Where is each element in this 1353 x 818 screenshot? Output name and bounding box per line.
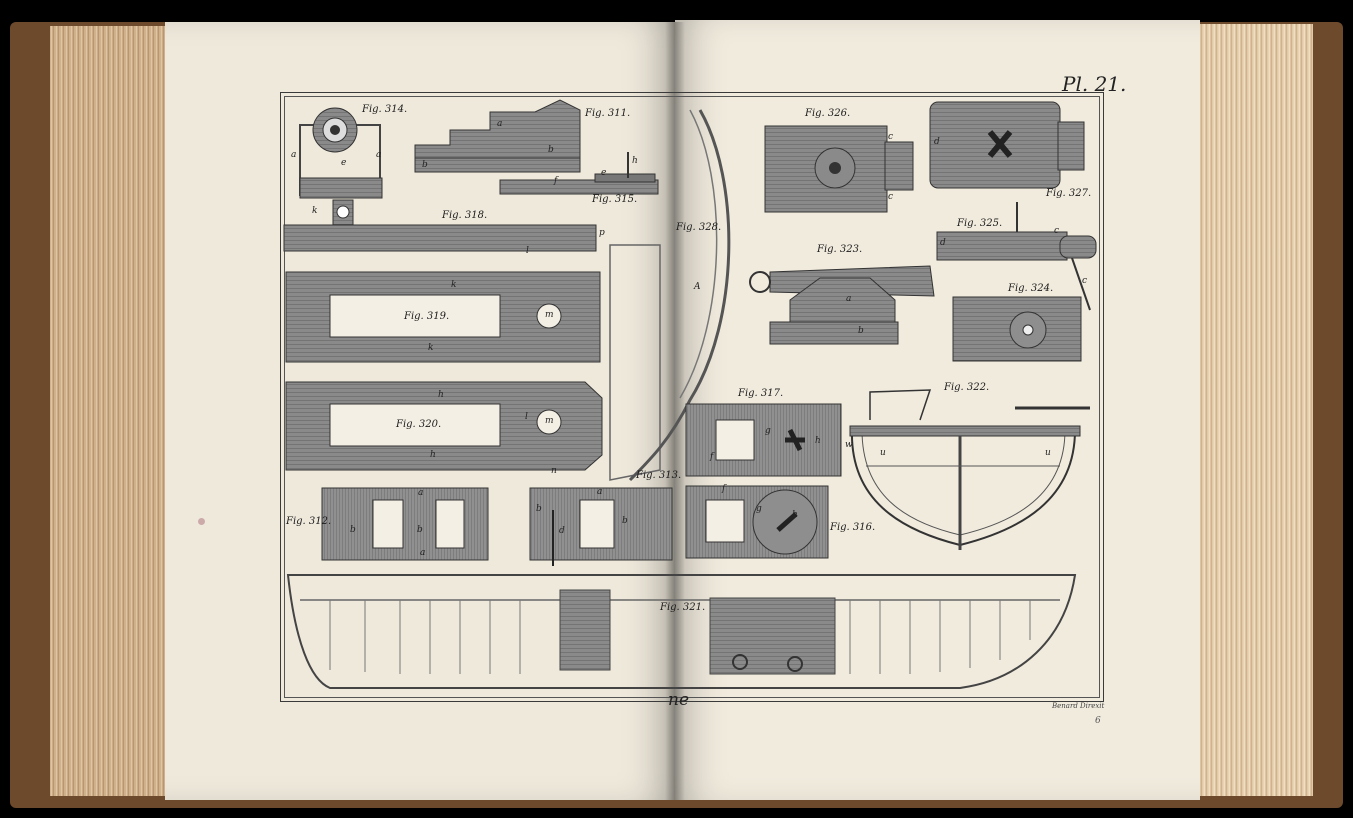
ref-letter-d: d (559, 526, 565, 536)
fig-label-323: Fig. 323. (817, 244, 863, 255)
fig-label-326: Fig. 326. (805, 108, 851, 119)
ref-letter-k: k (312, 206, 318, 216)
fig-label-325: Fig. 325. (957, 218, 1003, 229)
ref-letter-b: b (350, 525, 356, 535)
ref-letter-f: f (710, 452, 714, 462)
fig-325-drawing (936, 202, 1097, 311)
fig-label-327: Fig. 327. (1046, 188, 1092, 199)
ref-letter-l: l (525, 412, 528, 422)
fig-326-drawing (764, 125, 914, 213)
ref-letter-u: u (1045, 448, 1051, 458)
ref-letter-a: a (846, 294, 852, 304)
ref-letter-b: b (536, 504, 542, 514)
fig-label-319: Fig. 319. (404, 311, 450, 322)
ref-letter-a: a (376, 150, 382, 160)
ref-letter-e: e (601, 168, 607, 178)
ref-letter-b: b (622, 516, 628, 526)
plate-caption: ne (668, 690, 690, 710)
plate-frame-inner (284, 96, 1100, 698)
ref-letter-a: a (497, 119, 503, 129)
ref-letter-d: d (934, 137, 940, 147)
ref-letter-g: g (756, 504, 762, 514)
ref-letter-e: e (341, 158, 347, 168)
plate-number: Pl. 21. (1062, 72, 1127, 96)
ref-letter-l: l (526, 246, 529, 256)
page-mark: 6 (1095, 716, 1101, 726)
fig-313-drawing (529, 487, 673, 566)
fig-319-drawing (285, 271, 601, 363)
fig-318-drawing (283, 224, 597, 252)
ref-letter-b: b (422, 160, 428, 170)
ref-letter-b: b (858, 326, 864, 336)
ref-letter-h: h (438, 390, 444, 400)
ref-letter-a: a (418, 488, 424, 498)
ref-letter-a: a (420, 548, 426, 558)
fig-317-drawing (685, 403, 842, 477)
fig-322-drawing (849, 389, 1090, 550)
fig-label-315: Fig. 315. (592, 194, 638, 205)
fig-label-313: Fig. 313. (636, 470, 682, 481)
fig-label-322: Fig. 322. (944, 382, 990, 393)
fig-311-drawing (414, 99, 581, 164)
ref-letter-h: h (430, 450, 436, 460)
fig-324-drawing (952, 296, 1082, 362)
fig-315-drawing (499, 179, 659, 195)
fig-327-drawing (929, 101, 1085, 189)
fig-label-321: Fig. 321. (660, 602, 706, 613)
fig-label-318: Fig. 318. (442, 210, 488, 221)
ref-letter-c: c (888, 132, 894, 142)
ref-letter-m: m (545, 310, 554, 320)
ref-letter-b: b (417, 525, 423, 535)
fig-label-314: Fig. 314. (362, 104, 408, 115)
fig-label-320: Fig. 320. (396, 419, 442, 430)
right-page-edges (1188, 24, 1313, 796)
fig-label-324: Fig. 324. (1008, 283, 1054, 294)
ref-letter-u: u (880, 448, 886, 458)
ref-letter-f: f (722, 484, 726, 494)
ref-letter-c: c (1054, 226, 1060, 236)
ref-letter-k: k (428, 343, 434, 353)
ref-letter-A: A (694, 282, 701, 292)
paper-stain (198, 518, 205, 525)
fig-label-316: Fig. 316. (830, 522, 876, 533)
left-page-edges (50, 26, 175, 796)
ref-letter-n: n (551, 466, 557, 476)
engraver-signature: Benard Direxit (1052, 702, 1105, 710)
fig-label-328: Fig. 328. (676, 222, 722, 233)
fig-323-drawing (749, 265, 935, 345)
ref-letter-k: k (451, 280, 457, 290)
ref-letter-f: f (554, 176, 558, 186)
fig-label-312: Fig. 312. (286, 516, 332, 527)
fig-314-drawing (299, 107, 383, 226)
fig-label-311: Fig. 311. (585, 108, 631, 119)
fig-320-drawing (285, 381, 603, 471)
ref-letter-d: d (940, 238, 946, 248)
ref-letter-g: g (765, 426, 771, 436)
fig-312-drawing (321, 487, 489, 561)
ref-letter-m: m (545, 416, 554, 426)
book-gutter (665, 22, 685, 800)
ref-letter-h: h (632, 156, 638, 166)
ref-letter-a: a (291, 150, 297, 160)
ref-letter-c: c (888, 192, 894, 202)
plate-frame-outer (280, 92, 1104, 702)
fig-321-drawing (286, 574, 1077, 689)
ref-letter-h: h (815, 436, 821, 446)
fig-316-drawing (685, 485, 829, 559)
ref-letter-w: w (845, 440, 853, 450)
ref-letter-a: a (597, 487, 603, 497)
ref-letter-c: c (1082, 276, 1088, 286)
ref-letter-h: h (792, 510, 798, 520)
fig-label-317: Fig. 317. (738, 388, 784, 399)
ref-letter-b: b (548, 145, 554, 155)
ref-letter-p: p (599, 228, 605, 238)
